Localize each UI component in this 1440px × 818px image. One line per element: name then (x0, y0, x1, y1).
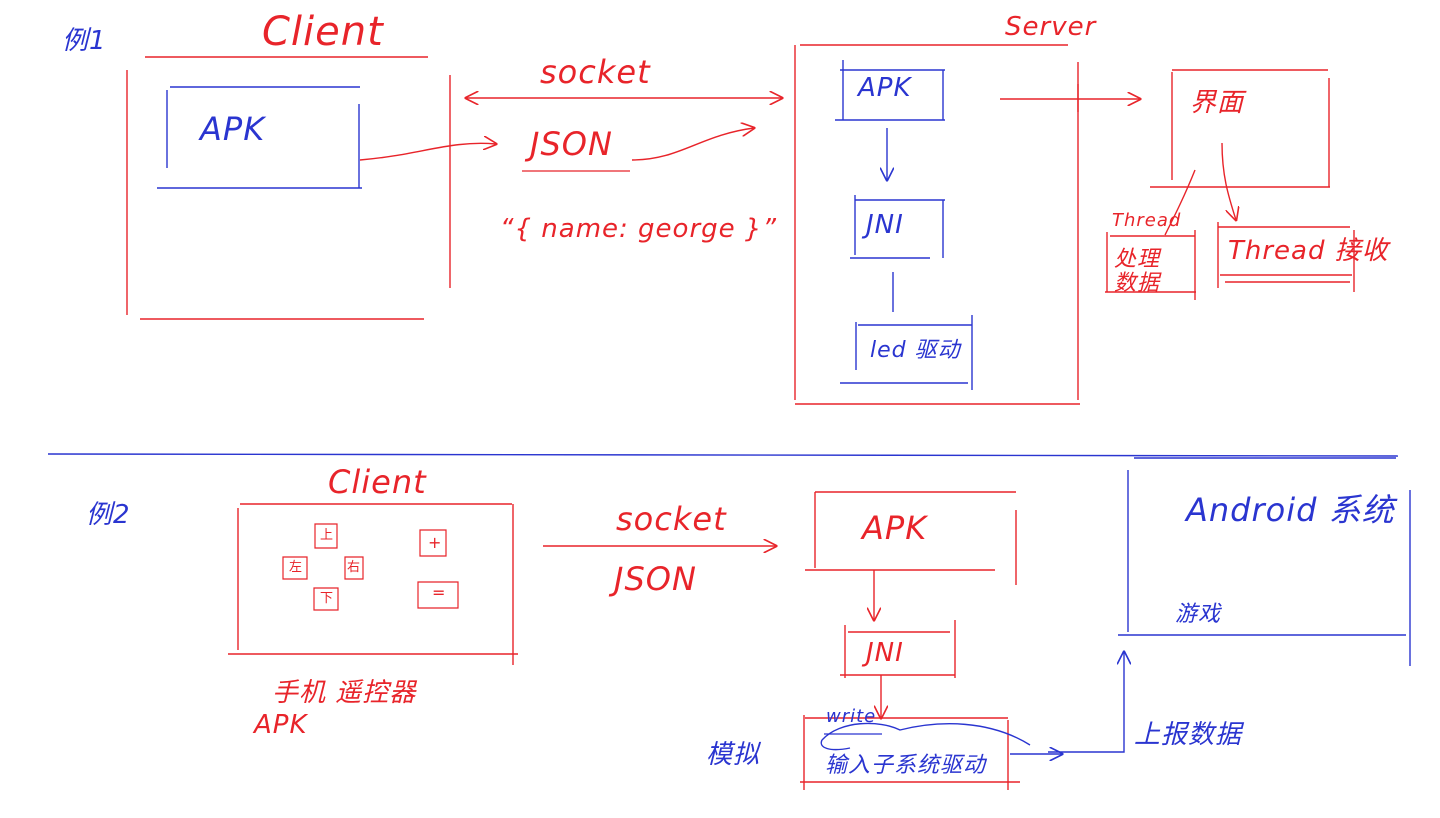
example1-handle-data-label: 处理数据 (1114, 247, 1161, 297)
example2-btn-left[interactable]: 左 (289, 560, 303, 575)
example2-btn-up[interactable]: 上 (320, 528, 334, 543)
example1-client-apk-box (157, 87, 362, 188)
example1-led-driver-box (840, 315, 972, 390)
example2-btn-right-box (345, 557, 363, 579)
example2-server-apk-box (805, 492, 1016, 585)
example1-ui-to-handle-line (1165, 170, 1195, 235)
example1-receive-box (1218, 222, 1354, 292)
example2-input-driver-label: 输入子系统驱动 (825, 753, 987, 778)
example2-report-data-label: 上报数据 (1134, 720, 1243, 750)
example1-client-box (127, 57, 450, 319)
example2-btn-right[interactable]: 右 (347, 560, 361, 575)
example1-jni-label: JNI (866, 210, 904, 240)
example1-led-driver-label: led 驱动 (870, 338, 961, 363)
example2-remote-apk-label: APK (254, 710, 308, 740)
example2-game-label: 游戏 (1175, 602, 1222, 627)
example1-json-label: JSON (530, 125, 613, 163)
example1-server-label: Server (1005, 12, 1097, 42)
example1-server-box (795, 45, 1080, 404)
example2-write-label: write (826, 706, 877, 727)
example2-report-line (1048, 652, 1124, 752)
example2-jni-box (840, 620, 955, 678)
example1-client-label: Client (262, 9, 384, 55)
example2-btn-down-box (314, 588, 338, 610)
example2-jni-label: JNI (866, 638, 904, 668)
example2-btn-minus-box (418, 582, 458, 608)
example2-report-curve-loop (821, 740, 850, 750)
example1-thread-receive-label: Thread 接收 (1228, 236, 1389, 266)
example2-socket-label: socket (616, 500, 727, 538)
example1-handle-box (1105, 230, 1196, 300)
example1-ui-box (1150, 70, 1330, 187)
example1-server-apk-label: APK (858, 73, 912, 103)
example2-client-box (228, 504, 518, 665)
example1-jni-box (850, 195, 945, 258)
example2-android-system-label: Android 系统 (1186, 491, 1395, 529)
example2-input-driver-box (800, 715, 1020, 790)
example1-ui-to-receive-arrow (1222, 143, 1236, 220)
example2-btn-plus[interactable]: + (428, 533, 442, 552)
example1-socket-label: socket (540, 53, 651, 91)
example2-json-label: JSON (614, 560, 697, 598)
example2-remote-label: 手机 遥控器 (272, 678, 417, 708)
example1-server-apk-box (835, 60, 945, 120)
example2-android-box (1118, 458, 1410, 666)
example2-title: 例2 (86, 500, 131, 530)
example1-thread-top-label: Thread (1112, 210, 1182, 231)
example1-title: 例1 (62, 26, 107, 56)
example1-ui-label: 界面 (1190, 88, 1245, 118)
example2-report-curve (822, 723, 1030, 745)
section-divider (48, 454, 1398, 456)
example2-server-apk-label: APK (862, 509, 928, 547)
example2-btn-plus-box (420, 530, 446, 556)
example2-btn-up-box (315, 524, 337, 548)
example1-json-sample: “{ name: george }” (500, 214, 777, 244)
example1-json-to-server-arrow (632, 128, 754, 160)
example1-client-apk-label: APK (200, 110, 266, 148)
example2-btn-left-box (283, 557, 307, 579)
example2-btn-down[interactable]: 下 (320, 591, 334, 606)
example2-client-label: Client (328, 463, 427, 501)
example2-simulate-label: 模拟 (706, 740, 761, 770)
example1-apk-to-json-arrow (360, 143, 496, 160)
example2-btn-minus[interactable]: = (432, 583, 446, 602)
